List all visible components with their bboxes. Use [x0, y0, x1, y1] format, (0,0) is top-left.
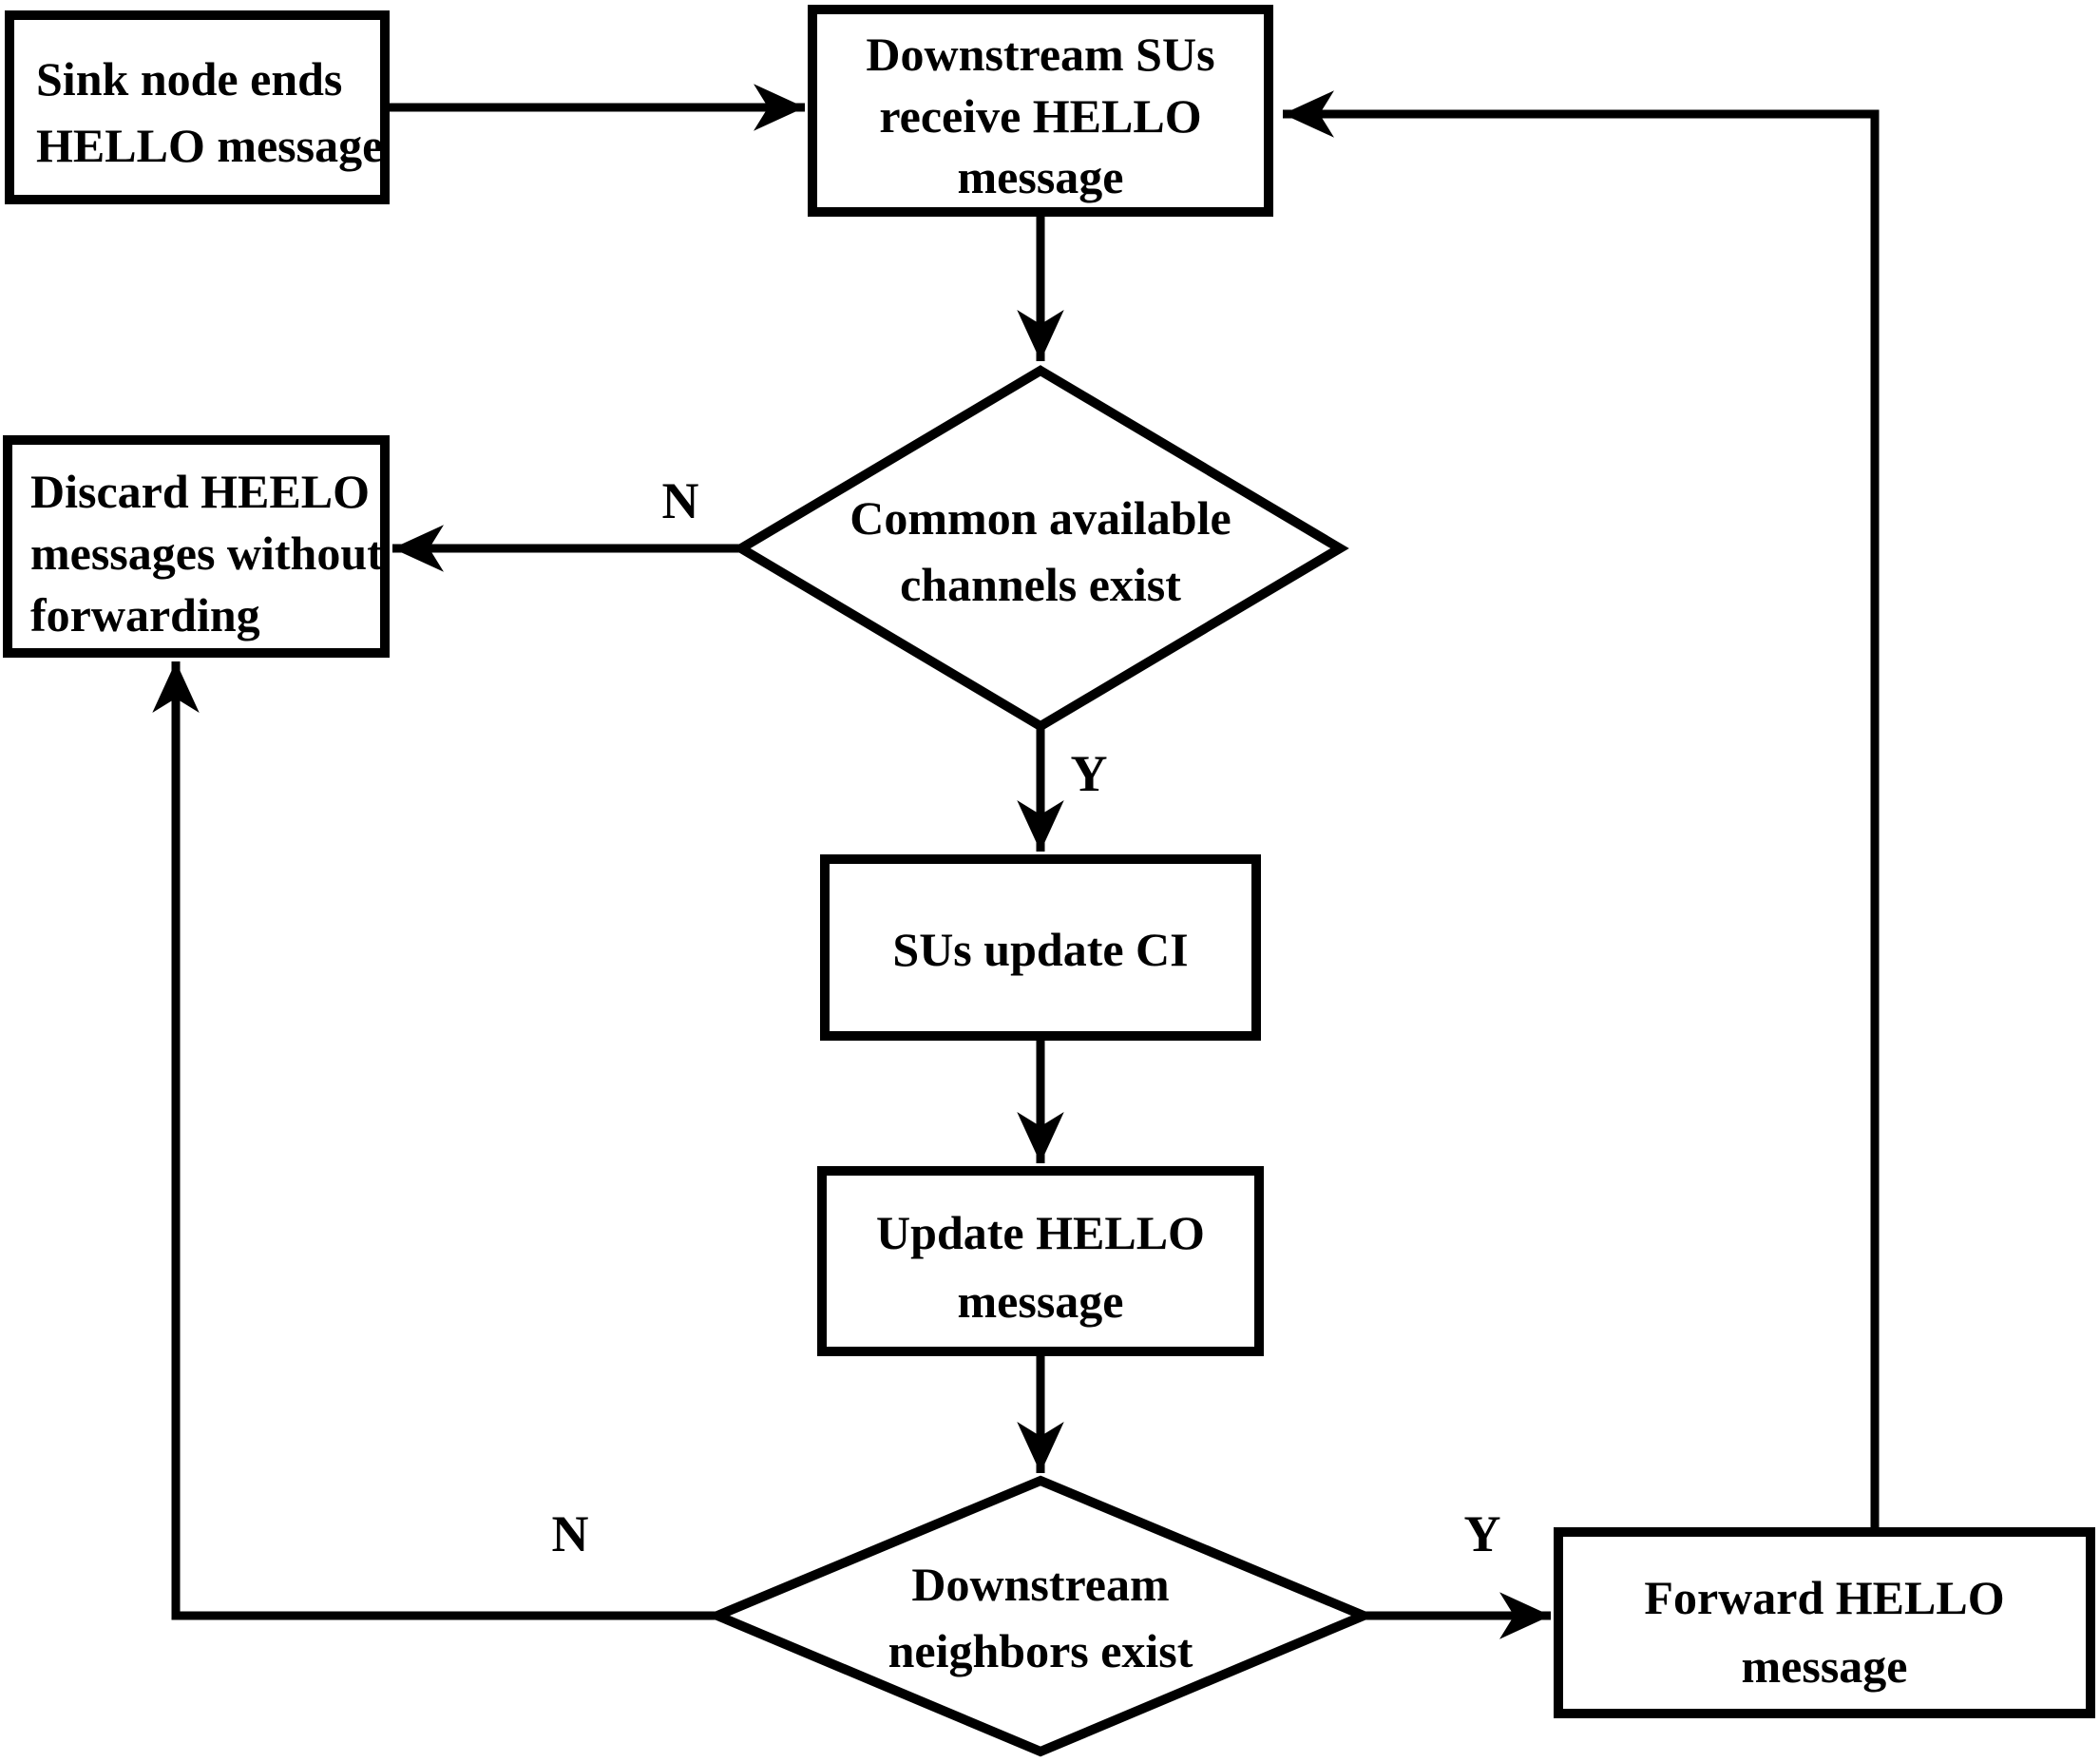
node-update-label-line1: Update HELLO: [876, 1206, 1205, 1259]
node-discard-label-line3: forwarding: [30, 588, 260, 642]
node-sink: Sink node ends HELLO message: [5, 10, 390, 204]
node-forward-box: [1554, 1527, 2095, 1718]
decision-common-label-line2: channels exist: [900, 558, 1181, 611]
node-update: Update HELLO message: [817, 1166, 1264, 1356]
node-ci-label-line1: SUs update CI: [892, 923, 1188, 976]
node-sink-label-line1: Sink node ends: [36, 52, 342, 105]
node-receive-label-line2: receive HELLO: [879, 89, 1201, 143]
label-neighbors-no: N: [552, 1505, 589, 1562]
node-ci: SUs update CI: [820, 854, 1261, 1041]
node-update-box: [817, 1166, 1264, 1356]
node-receive: Downstream SUs receive HELLO message: [808, 5, 1273, 217]
decision-common: Common available channels exist: [732, 365, 1349, 732]
node-receive-box: [808, 5, 1273, 217]
decision-common-diamond: [732, 365, 1349, 732]
node-discard-label-line2: messages without: [30, 527, 383, 580]
edge-neighbors-no: [152, 661, 719, 1620]
decision-neighbors-label-line2: neighbors exist: [888, 1624, 1193, 1677]
node-forward-label-line1: Forward HELLO: [1644, 1571, 2004, 1624]
node-ci-box: [820, 854, 1261, 1041]
node-sink-box: [5, 10, 390, 204]
node-receive-label-line3: message: [958, 150, 1124, 203]
decision-neighbors-label-line1: Downstream: [911, 1558, 1169, 1611]
label-common-no: N: [662, 472, 699, 529]
decision-neighbors: Downstream neighbors exist: [705, 1475, 1376, 1757]
node-receive-label-line1: Downstream SUs: [866, 28, 1214, 81]
node-discard-box: [3, 435, 390, 658]
node-update-label-line2: message: [958, 1274, 1124, 1328]
label-common-yes: Y: [1071, 745, 1108, 802]
node-sink-label-line2: HELLO message: [36, 119, 383, 172]
node-discard: Discard HEELO messages without forwardin…: [3, 435, 390, 658]
node-forward-label-line2: message: [1742, 1639, 1908, 1693]
node-forward: Forward HELLO message: [1554, 1527, 2095, 1718]
decision-neighbors-diamond: [705, 1475, 1376, 1757]
label-neighbors-yes: Y: [1464, 1505, 1501, 1562]
decision-common-label-line1: Common available: [850, 491, 1231, 545]
node-discard-label-line1: Discard HEELO: [30, 465, 370, 518]
edge-forward-to-receive: [1283, 90, 1880, 1530]
